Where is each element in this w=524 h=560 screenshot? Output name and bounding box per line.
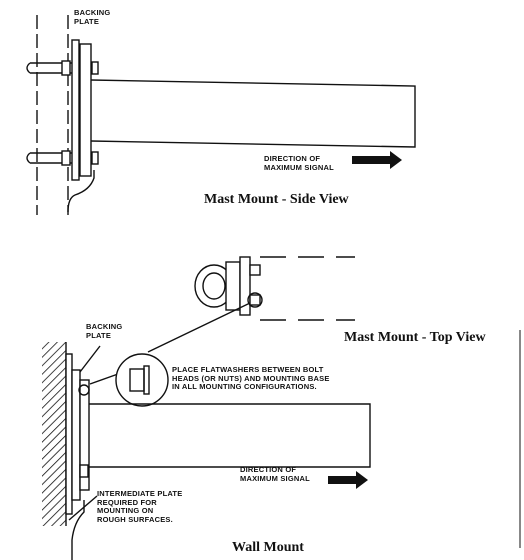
mast-side-view: [27, 15, 415, 215]
nut-upper-right: [92, 62, 98, 74]
nut-lower-left: [62, 151, 70, 165]
backing-plate-leader: [80, 346, 100, 372]
wall-direction-arrow: [328, 471, 368, 489]
intermediate-plate: [66, 354, 72, 514]
intermediate-plate-label: INTERMEDIATE PLATE REQUIRED FOR MOUNTING…: [97, 490, 182, 524]
mast-side-backing-plate-label: BACKING PLATE: [74, 9, 110, 26]
wall-antenna-boom: [89, 404, 370, 467]
wall-direction-label: DIRECTION OF MAXIMUM SIGNAL: [240, 466, 310, 483]
mast-side-direction-label: DIRECTION OF MAXIMUM SIGNAL: [264, 155, 334, 172]
leader-to-top-view: [148, 303, 250, 352]
wall: [42, 342, 66, 526]
mast-side-caption: Mast Mount - Side View: [204, 192, 349, 208]
mast-top-view: [195, 257, 355, 320]
direction-arrow: [352, 151, 402, 169]
mast-clamp-inner: [203, 273, 225, 299]
flatwasher-note: PLACE FLATWASHERS BETWEEN BOLT HEADS (OR…: [172, 366, 330, 392]
backing-plate: [72, 40, 79, 180]
wall-backing-plate-label: BACKING PLATE: [86, 323, 122, 340]
detail-circle: [116, 354, 168, 406]
antenna-boom: [91, 80, 415, 147]
top-nut-upper: [250, 265, 260, 275]
top-nut-lower: [250, 295, 260, 305]
nut-upper-left: [62, 61, 70, 75]
leader-to-wall-mount: [90, 374, 118, 384]
mounting-base: [80, 44, 91, 176]
wall-bolt-lower: [80, 465, 88, 477]
top-mounting-base: [226, 262, 240, 310]
mast-top-caption: Mast Mount - Top View: [344, 330, 486, 346]
top-backing-plate: [240, 257, 250, 315]
wall-caption: Wall Mount: [232, 540, 304, 556]
nut-lower-right: [92, 152, 98, 164]
